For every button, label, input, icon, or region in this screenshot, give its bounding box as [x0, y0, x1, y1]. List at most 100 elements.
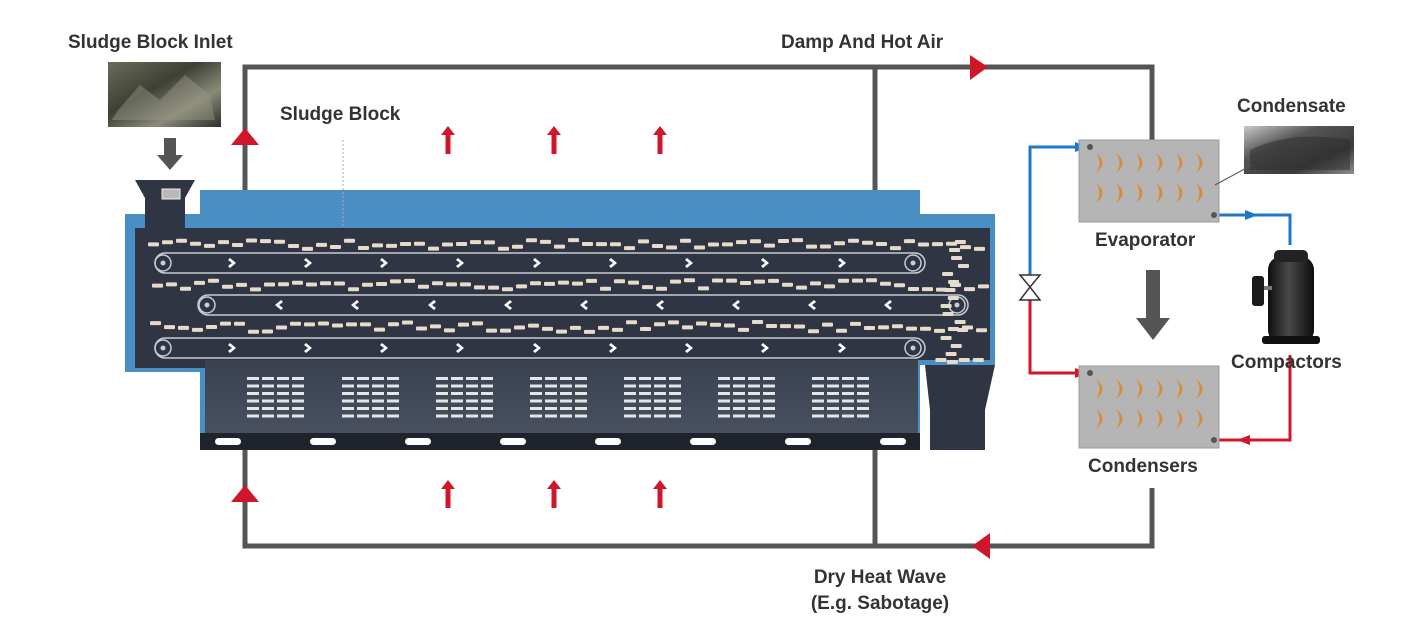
condensate-photo-texture — [1250, 136, 1350, 170]
vent-slot — [262, 392, 274, 395]
sludge-block-piece — [276, 325, 287, 330]
coil-segment — [1116, 183, 1123, 203]
sludge-block-piece — [386, 243, 397, 248]
vent-slot — [357, 407, 369, 410]
vent-slot — [624, 399, 636, 403]
sludge-block-piece — [972, 358, 984, 362]
rail-slot — [880, 438, 906, 445]
heat-up-arrow-icon — [547, 480, 561, 508]
vent-slot — [292, 377, 304, 380]
coil-segment — [1196, 379, 1203, 399]
sludge-block-piece — [876, 241, 887, 246]
vent-slot — [436, 399, 448, 403]
vent-slot — [372, 399, 384, 403]
chevron-right-icon — [380, 343, 388, 353]
coil-segment — [1096, 153, 1103, 173]
vent-slot — [827, 414, 839, 418]
sludge-block-piece — [236, 282, 247, 287]
vent-slot — [718, 414, 730, 418]
chevron-left-icon — [504, 300, 512, 310]
vent-slot — [639, 384, 651, 388]
vent-slot — [387, 392, 399, 395]
condensers-coils — [1096, 379, 1203, 429]
sludge-block-piece — [262, 329, 273, 334]
sludge-block-piece — [558, 280, 569, 285]
vent-slot — [466, 377, 478, 380]
roller-hub — [910, 260, 916, 266]
sludge-block-piece — [358, 245, 369, 250]
roller — [904, 339, 922, 357]
coil-segment — [1196, 409, 1203, 429]
sludge-block-piece — [796, 285, 807, 290]
sludge-block-piece — [864, 326, 875, 331]
sludge-block-piece — [794, 324, 805, 329]
vent-slot — [451, 392, 463, 395]
sludge-block-piece — [906, 326, 917, 331]
sludge-block-piece — [782, 282, 793, 287]
vent-slot — [812, 399, 824, 403]
sludge-block-piece — [764, 243, 775, 248]
sludge-block-piece — [458, 322, 469, 327]
roller — [904, 254, 922, 272]
vent-slot — [372, 407, 384, 410]
sludge-block-piece — [542, 326, 553, 331]
sludge-block-piece — [178, 325, 189, 330]
sludge-block-piece — [486, 328, 497, 333]
sludge-block-piece — [722, 242, 733, 247]
vent-slot — [466, 399, 478, 403]
sludge-block-piece — [942, 312, 954, 316]
vent-slot — [481, 399, 493, 403]
vent-slot — [451, 384, 463, 388]
sludge-block-piece — [360, 322, 371, 327]
vent-slot — [763, 399, 775, 403]
sludge-block-piece — [488, 285, 499, 290]
vent-slot — [575, 392, 587, 395]
vent-slot — [277, 407, 289, 410]
sludge-block-piece — [430, 324, 441, 329]
sludge-block-piece — [344, 238, 355, 243]
sludge-block-piece — [330, 244, 341, 249]
sludge-block-piece — [316, 242, 327, 247]
sludge-block-piece — [526, 238, 537, 243]
coil-segment — [1156, 379, 1163, 399]
vent-slot — [357, 384, 369, 388]
sludge-block-label: Sludge Block — [280, 104, 401, 125]
sludge-block-piece — [838, 278, 849, 283]
rail-slot — [690, 438, 716, 445]
sludge-block-piece — [278, 282, 289, 287]
vent-slot — [812, 414, 824, 418]
expansion-valve-icon — [1018, 274, 1042, 301]
inlet-label: Sludge Block Inlet — [68, 32, 233, 53]
sludge-block-piece — [444, 328, 455, 333]
vent-slot — [262, 384, 274, 388]
sludge-block-piece — [162, 240, 173, 245]
sludge-block-piece — [320, 281, 331, 286]
sludge-block-piece — [670, 279, 681, 284]
vent-slot — [575, 414, 587, 418]
sludge-block-piece — [180, 286, 191, 291]
vent-slot — [530, 407, 542, 410]
vent-slot — [575, 384, 587, 388]
vent-slot — [639, 414, 651, 418]
sludge-block-piece — [442, 242, 453, 247]
chevron-left-icon — [884, 300, 892, 310]
sludge-block-piece — [958, 264, 970, 268]
rail-slot — [405, 438, 431, 445]
vent-slot — [763, 377, 775, 380]
sludge-block-piece — [862, 240, 873, 245]
sludge-block-piece — [904, 239, 915, 244]
vent-slot — [560, 399, 572, 403]
sludge-block-piece — [192, 327, 203, 332]
sludge-block-piece — [334, 281, 345, 286]
sludge-block-piece — [668, 320, 679, 325]
vent-slot — [481, 407, 493, 410]
vent-slot — [733, 414, 745, 418]
sludge-block-piece — [892, 324, 903, 329]
sludge-block-piece — [248, 329, 259, 334]
coil-segment — [1156, 153, 1163, 173]
vent-slot — [842, 377, 854, 380]
vent-slot — [545, 407, 557, 410]
chevron-right-icon — [685, 258, 693, 268]
vent-slot — [560, 392, 572, 395]
bottom-left-triangle-icon — [972, 533, 990, 559]
